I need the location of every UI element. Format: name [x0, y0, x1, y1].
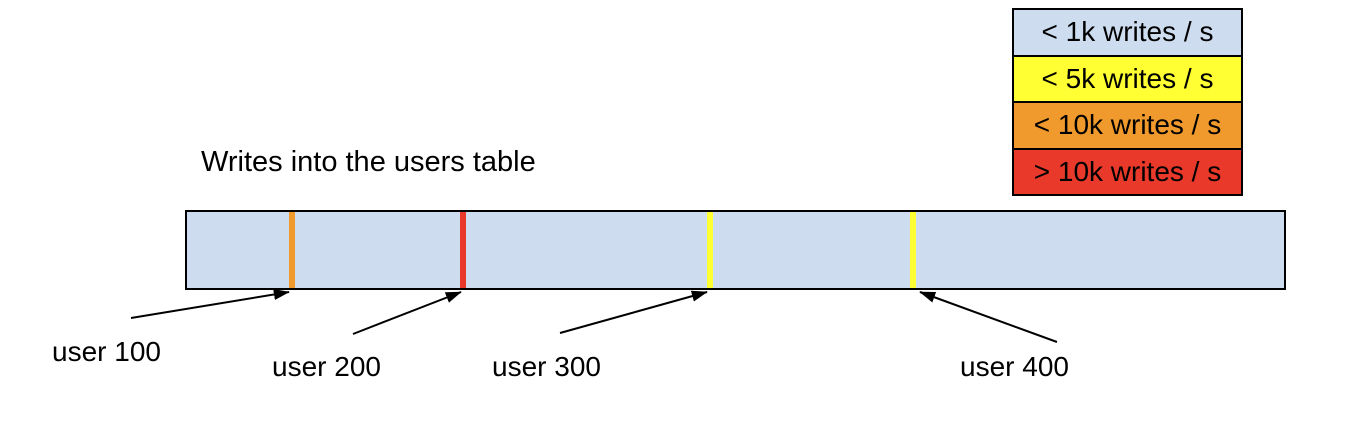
pointer-arrow — [559, 290, 708, 334]
user-label: user 400 — [960, 351, 1069, 382]
pointer-arrow — [130, 288, 290, 319]
legend-item: < 1k writes / s — [1014, 10, 1241, 57]
user-label: user 200 — [272, 351, 381, 382]
legend-item-label: < 10k writes / s — [1033, 109, 1222, 141]
pointer-arrow — [919, 291, 1058, 343]
legend-item-label: < 5k writes / s — [1041, 62, 1214, 94]
legend-item-label: > 10k writes / s — [1033, 155, 1222, 187]
pointer-arrow — [352, 291, 462, 335]
diagram-title: Writes into the users table — [201, 146, 536, 178]
user-label: user 100 — [52, 336, 161, 367]
user-label: user 300 — [492, 351, 601, 382]
legend-item: > 10k writes / s — [1014, 149, 1241, 194]
legend-item-label: < 1k writes / s — [1041, 16, 1214, 48]
legend-item: < 5k writes / s — [1014, 56, 1241, 103]
write-rate-marker-user-100 — [289, 212, 295, 288]
write-rate-marker-user-300 — [707, 212, 713, 288]
write-rate-marker-user-400 — [910, 212, 916, 288]
legend-item: < 10k writes / s — [1014, 103, 1241, 150]
write-rate-marker-user-200 — [460, 212, 466, 288]
legend: < 1k writes / s < 5k writes / s < 10k writ… — [1012, 8, 1243, 196]
users-table-bar — [185, 210, 1286, 290]
